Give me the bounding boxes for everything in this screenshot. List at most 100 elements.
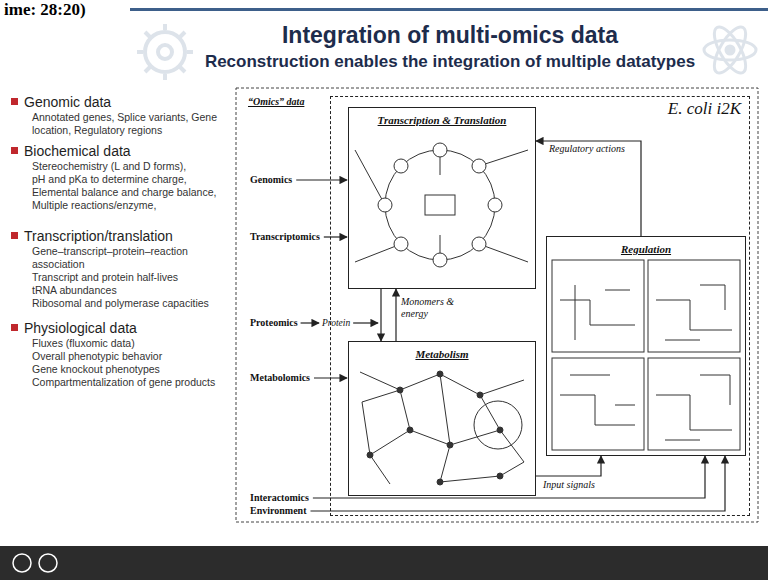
- omics-label: Genomics: [250, 174, 292, 186]
- input-arrow: [296, 179, 347, 180]
- cycle-node: [472, 159, 486, 173]
- gear-hub: [158, 45, 172, 59]
- gear-watermark: [137, 24, 193, 80]
- input-arrow: [353, 322, 378, 323]
- cycle-node: [433, 143, 447, 157]
- bullet-item: Elemental balance and charge balance,: [32, 186, 216, 199]
- flow-arrow: [395, 289, 396, 341]
- metabolite-dot: [447, 442, 453, 448]
- bullet-marker: [11, 324, 18, 331]
- pathway-network: [360, 372, 524, 484]
- bullet-marker: [11, 98, 18, 105]
- bullet-item: Ribosomal and polymerase capacities: [32, 297, 209, 310]
- regulation-panel: [552, 260, 644, 352]
- cycle-links: [355, 150, 528, 262]
- input-arrow: [301, 322, 319, 323]
- metabolite-dot: [497, 473, 503, 479]
- atom-orbit: [708, 22, 751, 77]
- cycle-node: [394, 237, 408, 251]
- metabolism-illustration: [360, 371, 524, 485]
- gear-ring: [145, 32, 185, 72]
- box-title: Metabolism: [415, 348, 468, 361]
- top-rule: [130, 8, 768, 11]
- cycle-node: [472, 237, 486, 251]
- bullet-item: Compartmentalization of gene products: [32, 376, 215, 389]
- slide-time: ime: 28:20): [4, 0, 86, 19]
- cycle-node: [433, 253, 447, 267]
- omics-label: Proteomics: [250, 317, 298, 329]
- bullet-item: Multiple reactions/enzyme,: [32, 199, 156, 212]
- bullet-heading: Physiological data: [24, 320, 137, 336]
- regulation-circuit: [560, 375, 635, 425]
- cycle-node: [394, 159, 408, 173]
- slide-subtitle: Reconstruction enables the integration o…: [200, 52, 700, 72]
- regulation-illustration: [552, 260, 740, 450]
- input-arrow: [324, 236, 347, 237]
- gear-teeth: [137, 24, 193, 80]
- metabolite-dot: [437, 371, 443, 377]
- omics-label: Environment: [250, 505, 307, 517]
- bullet-item: Gene–transcript–protein–reaction associa…: [32, 245, 222, 271]
- flow-arrow: [380, 289, 381, 341]
- atom-watermark: [704, 22, 756, 77]
- regulation-circuit: [656, 285, 732, 340]
- model-name: E. coli i2K: [668, 99, 741, 119]
- edge-label: Regulatory actions: [548, 143, 626, 155]
- flow-arrow: [536, 141, 641, 236]
- atom-orbit: [704, 40, 756, 60]
- outer-frame: [236, 88, 758, 522]
- bullet-heading: Genomic data: [24, 94, 111, 110]
- input-arrow: [311, 456, 726, 511]
- bottom-bar: [0, 546, 768, 580]
- slide-title: Integration of multi-omics data: [230, 22, 670, 49]
- cycle-node: [378, 198, 392, 212]
- metabolite-dot: [397, 387, 403, 393]
- bullet-marker: [11, 232, 18, 239]
- atom-core: [726, 46, 734, 54]
- flow-label: Protein: [322, 317, 350, 329]
- bullet-item: Transcript and protein half-lives: [32, 271, 178, 284]
- transcription-illustration: [355, 143, 528, 267]
- edge-label: Monomers & energy: [400, 296, 464, 320]
- process-box: Regulation: [546, 236, 746, 456]
- metabolite-dot: [497, 427, 503, 433]
- bullet-heading: Biochemical data: [24, 143, 131, 159]
- regulation-panel: [648, 358, 740, 450]
- omics-label: Interactomics: [250, 492, 309, 504]
- input-arrow: [313, 456, 705, 498]
- bullet-heading: Transcription/translation: [24, 228, 173, 244]
- bullet-item: Overall phenotypic behavior: [32, 350, 162, 363]
- process-box: Metabolism: [348, 341, 536, 496]
- institute-logo: [13, 554, 31, 572]
- bullet-item: Annotated genes, Splice variants, Gene l…: [32, 111, 222, 137]
- regulation-panel: [648, 260, 740, 352]
- bullet-item: tRNA abundances: [32, 284, 117, 297]
- regulation-circuit: [560, 285, 635, 340]
- bullet-item: pH and pKa to determine charge,: [32, 173, 187, 186]
- metabolite-dot: [437, 479, 443, 485]
- metabolite-dot: [477, 392, 483, 398]
- model-boundary: E. coli i2K Transcription & TranslationRe…: [330, 96, 750, 516]
- bullet-marker: [11, 147, 18, 154]
- metabolite-dot: [367, 452, 373, 458]
- bullet-item: Fluxes (fluxomic data): [32, 337, 135, 350]
- pathway-highlight: [474, 401, 522, 449]
- flow-arrow: [536, 456, 601, 476]
- metabolite-dot: [407, 427, 413, 433]
- bullet-item: Gene knockout phenotypes: [32, 363, 160, 376]
- cycle-node: [488, 198, 502, 212]
- bullet-item: Stereochemistry (L and D forms),: [32, 160, 186, 173]
- process-box: Transcription & Translation: [348, 107, 536, 289]
- regulation-panel: [552, 358, 644, 450]
- omics-label: Transcriptomics: [250, 231, 320, 243]
- omics-header: “Omics” data: [248, 96, 304, 108]
- box-title: Transcription & Translation: [378, 114, 507, 127]
- box-title: Regulation: [621, 243, 671, 256]
- regulation-circuit: [656, 375, 732, 440]
- nptel-logo: [39, 554, 57, 572]
- omics-label: Metabolomics: [250, 372, 310, 384]
- edge-label: Input signals: [542, 479, 596, 491]
- atom-orbit: [708, 22, 751, 77]
- complex-box: [425, 195, 455, 215]
